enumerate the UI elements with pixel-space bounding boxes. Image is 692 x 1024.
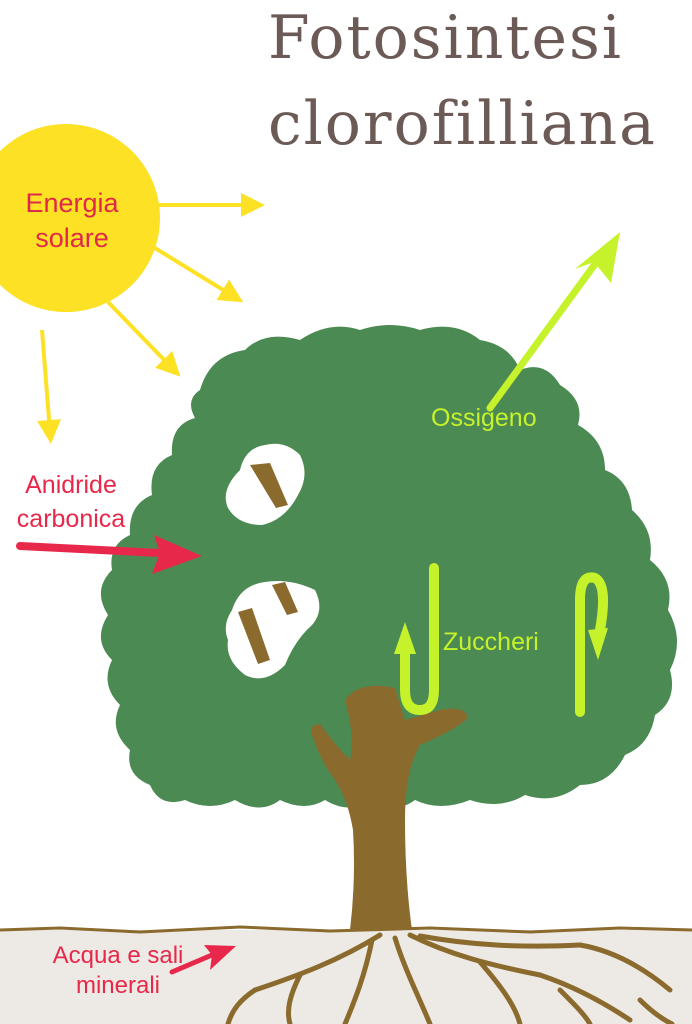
page-subtitle: clorofilliana [268, 89, 657, 159]
co2-label: Anidride carbonica [16, 471, 126, 533]
water-minerals-label: Acqua e sali minerali [52, 942, 184, 999]
sun [0, 124, 160, 312]
sugars-label: Zuccheri [443, 628, 539, 656]
oxygen-arrow [486, 232, 620, 412]
sugar-arrow-down [400, 563, 439, 716]
sugar-arrow-up [575, 572, 609, 717]
sun-ray [37, 329, 62, 444]
sugars-arrows [394, 563, 609, 717]
sun-energy-label: Energia solare [25, 188, 119, 254]
roots [225, 932, 675, 1024]
water-arrow [169, 945, 236, 975]
tree-canopy [100, 325, 678, 808]
co2-arrow [16, 535, 202, 574]
sun-rays [37, 193, 265, 444]
tree-trunk [238, 463, 468, 930]
sun-ray [148, 243, 244, 303]
sun-ray [106, 300, 181, 377]
oxygen-label: Ossigeno [431, 404, 537, 432]
page-title: Fotosintesi [268, 3, 623, 73]
